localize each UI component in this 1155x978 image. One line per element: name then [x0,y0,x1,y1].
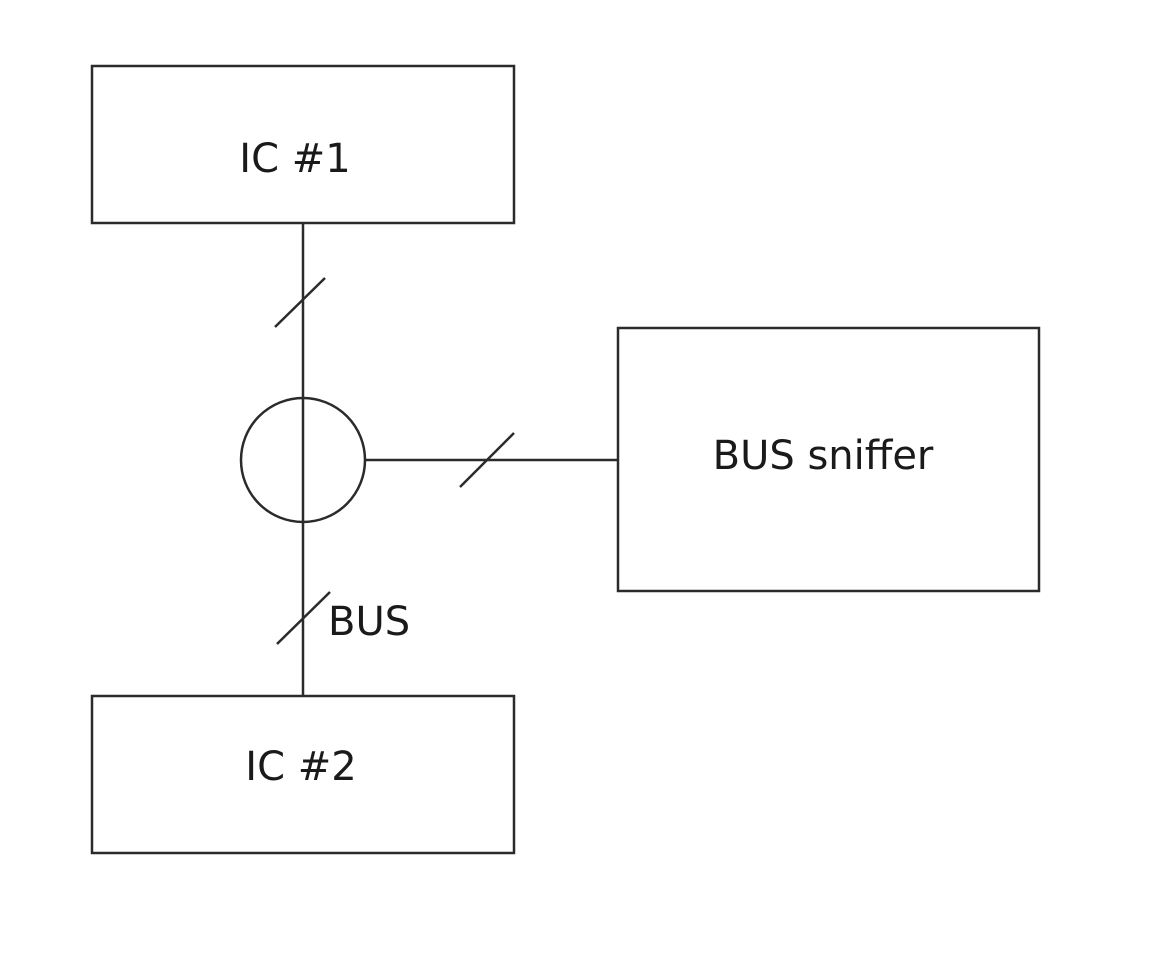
bus-width-slash-lower [276,591,331,645]
ic1-box [90,64,516,225]
bus-sniffer-label: BUS sniffer [713,433,934,479]
ic1-label: IC #1 [239,136,350,182]
bus-width-slash-upper [274,277,326,328]
ic2-block: IC #2 [90,694,516,855]
ic2-box [90,694,516,855]
bus-sniffer-block: BUS sniffer [616,326,1041,593]
bus-width-slash-sniffer [459,432,515,488]
ic2-label: IC #2 [245,744,356,790]
ic1-block: IC #1 [90,64,516,225]
bus-sniffer-box [616,326,1041,593]
bus-label: BUS [328,599,410,645]
